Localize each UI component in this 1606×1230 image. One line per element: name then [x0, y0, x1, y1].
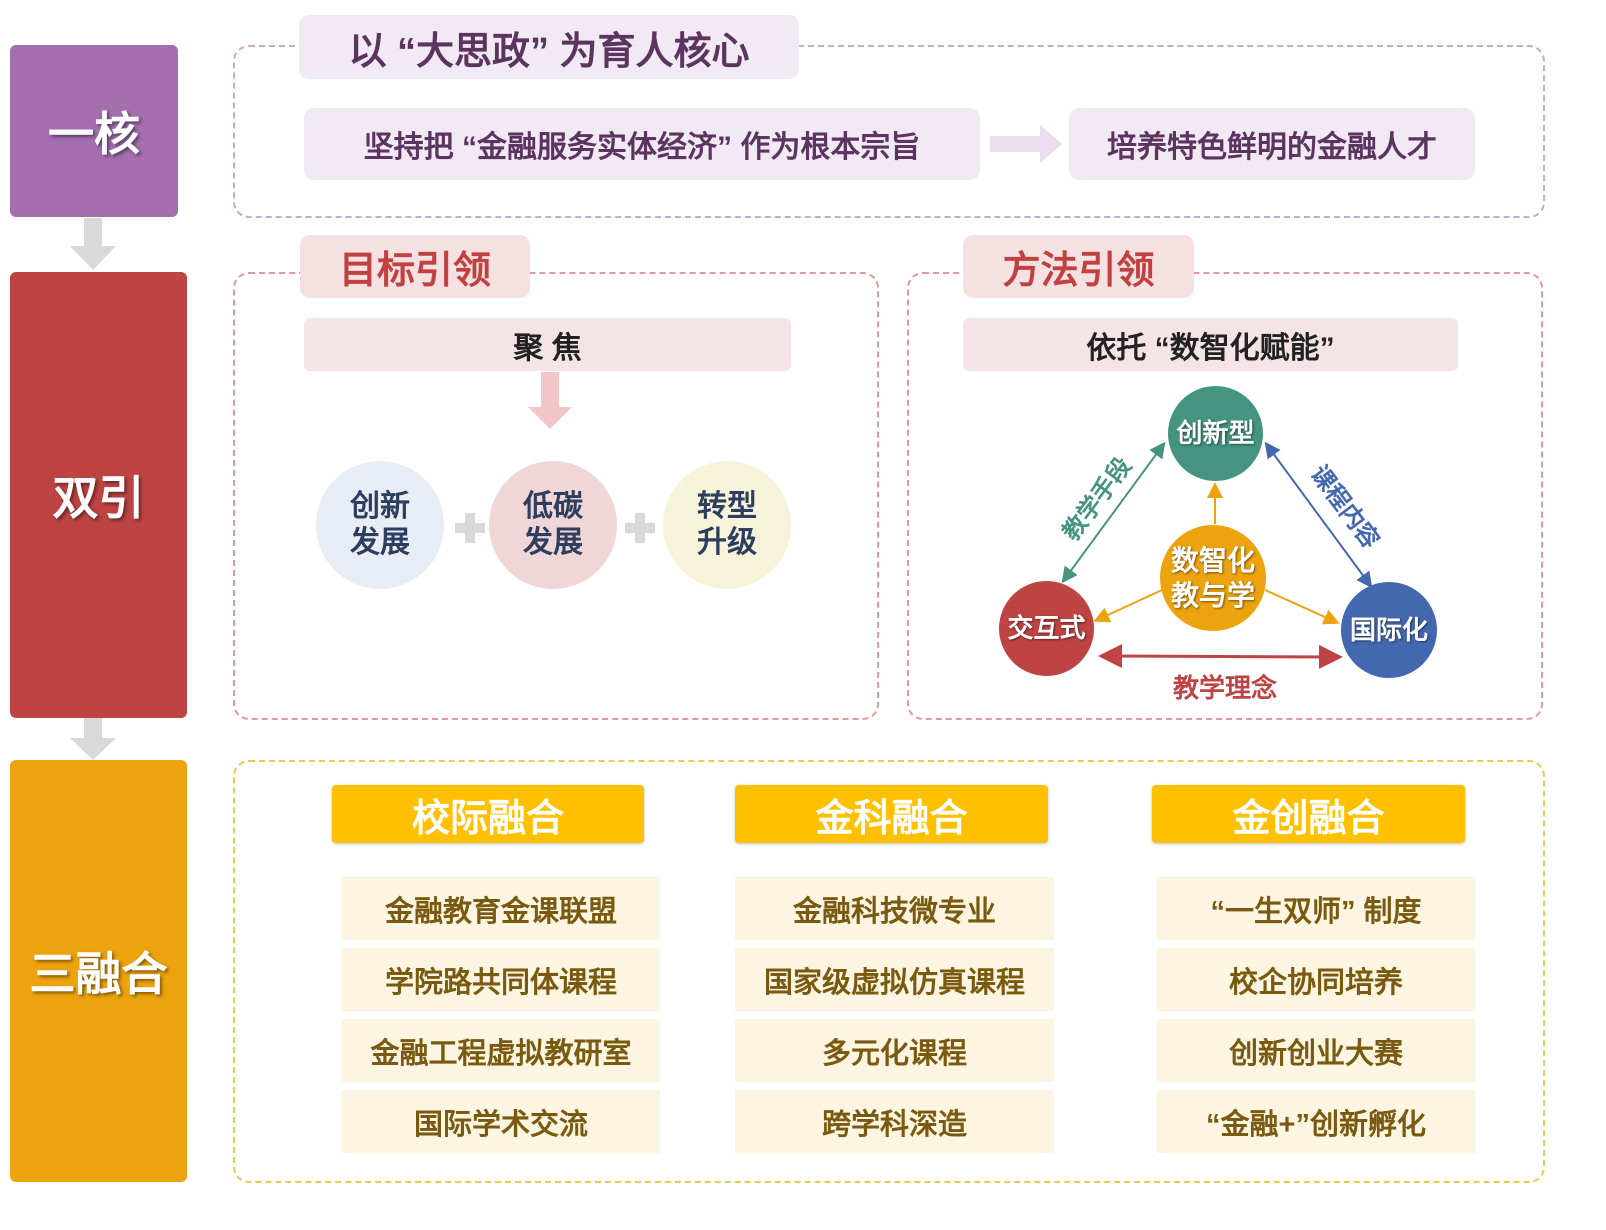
list-item: 创新创业大赛 [1157, 1019, 1475, 1082]
edge-teaching-means [1061, 441, 1166, 584]
list-item: 学院路共同体课程 [342, 948, 660, 1011]
node-interactive: 交互式 [999, 581, 1094, 676]
list-item: 校企协同培养 [1157, 948, 1475, 1011]
target-title: 目标引领 [300, 235, 530, 298]
method-section [907, 272, 1543, 720]
target-section [233, 272, 879, 720]
list-item: 国家级虚拟仿真课程 [735, 948, 1054, 1011]
down-arrow-icon [70, 218, 116, 270]
center-line: 教与学 [1170, 580, 1255, 611]
circle-line: 创新 [350, 490, 410, 523]
basis-text: 依托 “数智化赋能” [1086, 331, 1335, 365]
side-block-merge: 三融合 [10, 760, 187, 1182]
edge-center-left [1093, 589, 1163, 623]
core-goal-text: 培养特色鲜明的金融人才 [1107, 131, 1437, 164]
focus-bar: 聚 焦 [304, 318, 791, 371]
down-arrow-icon [70, 718, 116, 760]
list-item: “金融+”创新孵化 [1157, 1090, 1475, 1153]
side-label-merge: 三融合 [29, 948, 168, 1000]
circle-line: 发展 [350, 526, 410, 559]
circle-line: 转型 [697, 490, 757, 523]
edge-course-content [1264, 441, 1373, 589]
node-center: 数智化教与学 [1160, 525, 1266, 631]
basis-bar: 依托 “数智化赋能” [963, 318, 1458, 371]
target-circle-transform: 转型升级 [663, 461, 791, 589]
list-item: 国际学术交流 [342, 1090, 660, 1153]
method-title: 方法引领 [963, 235, 1194, 298]
plus-icon [625, 513, 655, 543]
column-header-innovation: 金创融合 [1152, 785, 1465, 843]
node-innovative: 创新型 [1168, 386, 1263, 481]
circle-line: 升级 [697, 526, 757, 559]
target-title-text: 目标引领 [338, 250, 491, 292]
circle-line: 低碳 [523, 490, 583, 523]
focus-text: 聚 焦 [513, 331, 582, 365]
side-block-guide: 双引 [10, 272, 187, 718]
core-goal: 培养特色鲜明的金融人才 [1069, 108, 1475, 180]
core-principle: 坚持把 “金融服务实体经济” 作为根本宗旨 [304, 108, 980, 180]
edge-center-right [1264, 589, 1340, 625]
side-label-guide: 双引 [52, 472, 145, 524]
method-diagram-arrows [1061, 441, 1373, 669]
list-item: 金融教育金课联盟 [342, 877, 660, 940]
column-header-interschool: 校际融合 [332, 785, 644, 843]
plus-icon [455, 513, 485, 543]
target-circle-innovation: 创新发展 [316, 461, 444, 589]
right-arrow-icon [990, 125, 1062, 163]
side-label-core: 一核 [48, 108, 140, 160]
column-header-fintech: 金科融合 [735, 785, 1048, 843]
side-block-core: 一核 [10, 45, 178, 217]
core-title-text: 以 “大思政” 为育人核心 [348, 30, 750, 73]
merge-section [233, 760, 1545, 1183]
core-section [233, 45, 1545, 218]
method-title-text: 方法引领 [1002, 250, 1155, 292]
list-item: 金融工程虚拟教研室 [342, 1019, 660, 1082]
target-circle-lowcarbon: 低碳发展 [489, 461, 617, 589]
list-item: “一生双师” 制度 [1157, 877, 1475, 940]
list-item: 多元化课程 [735, 1019, 1054, 1082]
core-title: 以 “大思政” 为育人核心 [299, 15, 799, 79]
list-item: 跨学科深造 [735, 1090, 1054, 1153]
edge-teaching-philosophy [1098, 644, 1343, 669]
list-item: 金融科技微专业 [735, 877, 1054, 940]
down-arrow-icon [528, 372, 572, 429]
center-line: 数智化 [1170, 545, 1255, 576]
core-principle-text: 坚持把 “金融服务实体经济” 作为根本宗旨 [363, 131, 921, 164]
node-international: 国际化 [1341, 582, 1437, 678]
circle-line: 发展 [523, 526, 583, 559]
edge-label-teaching-philosophy: 教学理念 [1172, 673, 1277, 703]
